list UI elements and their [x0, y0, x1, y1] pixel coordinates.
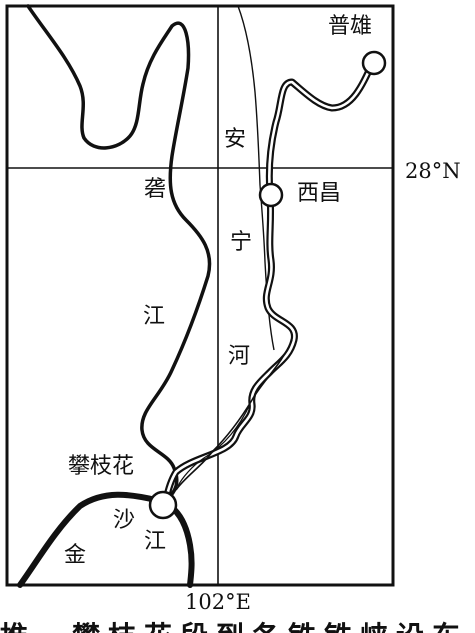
xichang-city-marker: [258, 182, 284, 208]
caption-strip: 推，攀枝花段到各铁铁峡设东: [0, 612, 475, 633]
label-jinsha-jin: 金: [64, 543, 87, 568]
longitude-label: 102°E: [185, 590, 251, 614]
caption-text-cropped: 推，攀枝花段到各铁铁峡设东: [0, 615, 468, 633]
panzhihua-city-marker: [148, 490, 178, 520]
anning-river: [175, 339, 293, 491]
yalong-river: [26, 4, 212, 502]
puxiong-city-marker: [361, 50, 387, 76]
railway-inner: [164, 62, 374, 502]
label-yalong-jiang: 江: [143, 304, 166, 329]
label-yalong-ya: 砻: [144, 177, 167, 202]
map-border: [5, 4, 395, 587]
label-jinsha-sha: 沙: [113, 508, 136, 533]
label-panzhihua: 攀枝花: [68, 454, 135, 479]
anning-river-lower: [177, 403, 251, 487]
label-anning-he: 河: [228, 344, 251, 369]
label-xichang: 西昌: [297, 181, 342, 206]
latitude-label: 28°N: [405, 159, 461, 183]
map-drawing: [5, 4, 395, 588]
map-figure: 普雄 西昌 攀枝花 安 宁 河 砻 江 沙 江 金 28°N 102°E: [5, 4, 461, 613]
label-jinsha-jiang: 江: [144, 529, 167, 554]
label-anning-an: 安: [224, 127, 247, 152]
label-puxiong: 普雄: [328, 14, 373, 39]
label-anning-ning: 宁: [230, 230, 253, 255]
